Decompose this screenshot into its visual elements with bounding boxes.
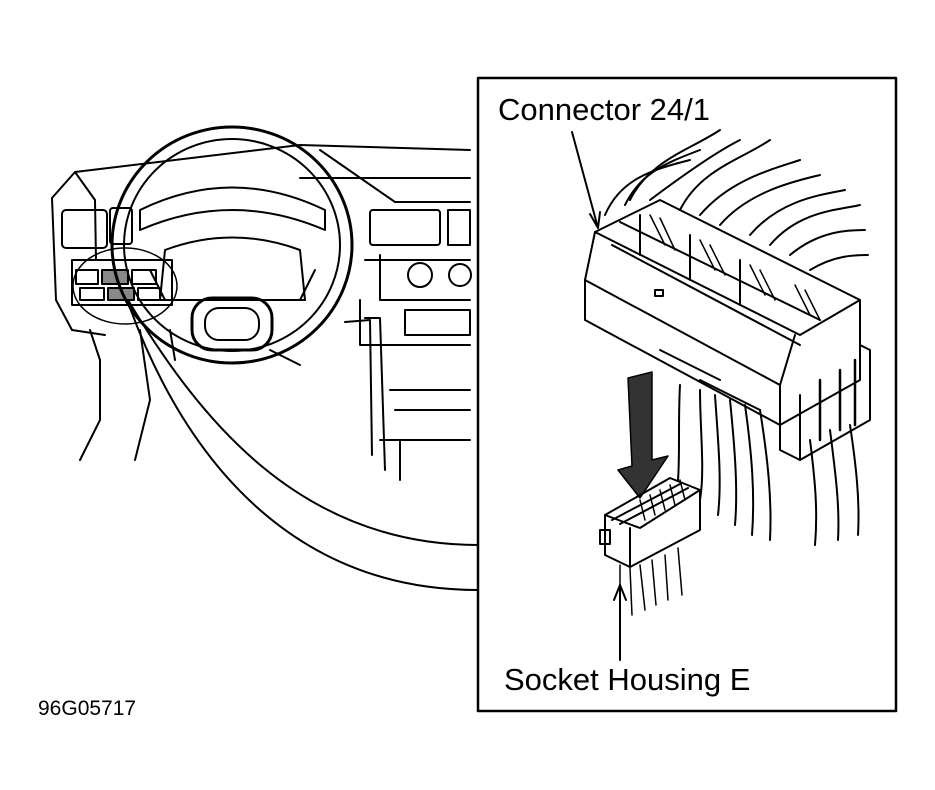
socket-housing-e-drawing [599,477,701,661]
steering-wheel [110,125,354,366]
callout-line-upper [127,299,479,546]
dashboard-drawing [51,144,472,481]
socket-housing-label: Socket Housing E [504,662,751,697]
inset-frame [476,76,898,713]
connector-pointer [571,131,601,229]
callout-line-lower [129,307,479,591]
connector-label: Connector 24/1 [498,92,710,127]
insertion-arrow [617,371,669,499]
connector-24-1-drawing [584,129,871,546]
figure-id-label: 96G05717 [38,697,137,720]
